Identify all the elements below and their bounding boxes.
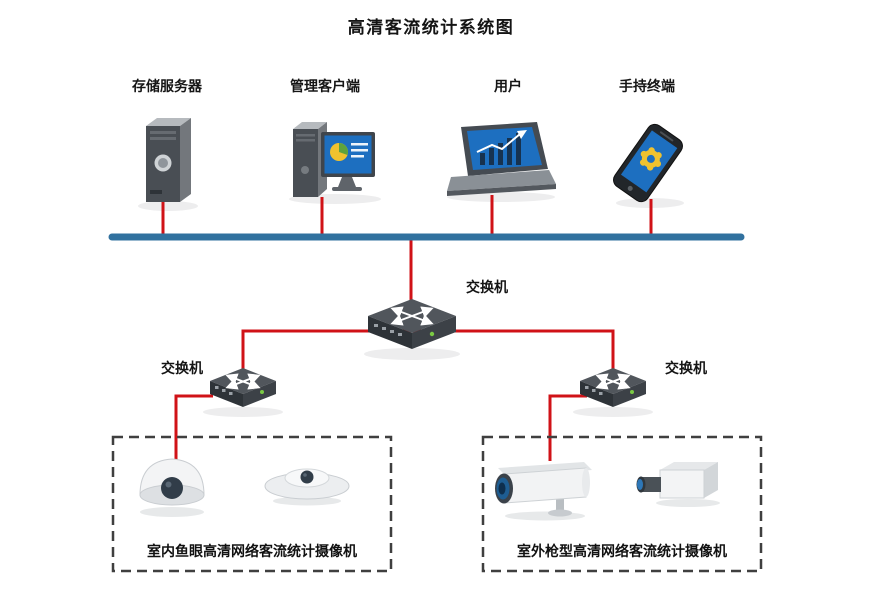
user-laptop-icon [447,122,556,196]
camera-group-label-outdoor: 室外枪型高清网络客流统计摄像机 [517,543,727,559]
device-label-management-client: 管理客户端 [290,78,360,94]
switch-label-right: 交换机 [665,360,707,376]
switch-label-left: 交换机 [161,360,203,376]
switch-label-center: 交换机 [466,279,508,295]
device-label-handheld-terminal: 手持终端 [619,78,675,94]
fisheye-camera-icon [264,468,350,506]
center-switch-icon [368,299,456,349]
right-switch-icon [580,368,646,407]
device-label-storage-server: 存储服务器 [132,78,202,94]
handheld-terminal-icon [613,123,683,203]
camera-group-label-indoor: 室内鱼眼高清网络客流统计摄像机 [147,543,357,559]
storage-server-icon [146,118,191,202]
outdoor-camera-group-box [481,435,763,573]
device-label-user: 用户 [494,78,522,94]
dome-camera-icon [139,458,205,517]
left-switch-icon [210,368,276,407]
indoor-camera-group-box [111,435,393,573]
connection-lines [161,195,653,461]
diagram-title: 高清客流统计系统图 [347,18,515,37]
box-camera-icon [636,462,720,507]
bullet-camera-icon [495,462,592,521]
management-client-icon [293,122,375,197]
